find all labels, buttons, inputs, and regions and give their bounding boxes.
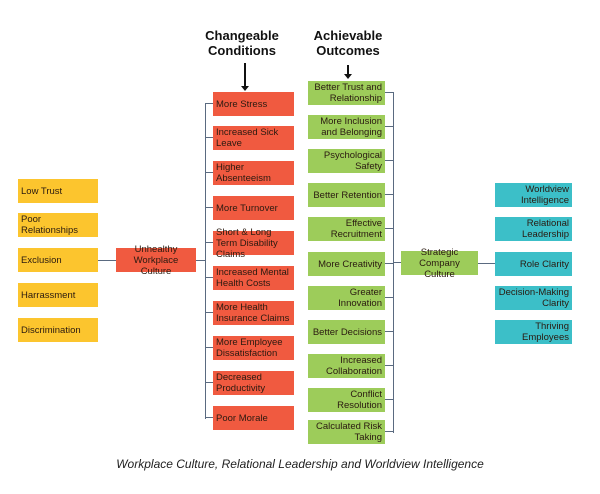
- caption: Workplace Culture, Relational Leadership…: [116, 457, 484, 471]
- condition-box: Short & Long Term Disability Claims: [213, 227, 294, 260]
- outcome-box: Greater Innovation: [308, 286, 385, 310]
- cause-box: Discrimination: [18, 318, 98, 342]
- connector: [205, 137, 213, 138]
- outcome-box: Calculated Risk Taking: [308, 420, 385, 444]
- cause-box: Poor Relationships: [18, 213, 98, 237]
- condition-box: Increased Sick Leave: [213, 126, 294, 150]
- connector: [98, 260, 116, 261]
- strategic-culture-box: Strategic Company Culture: [401, 247, 478, 280]
- outcome-box: More Inclusion and Belonging: [308, 115, 385, 139]
- condition-box: More Employee Dissatisfaction: [213, 336, 294, 360]
- connector: [478, 263, 495, 264]
- outcome-box: Psychological Safety: [308, 149, 385, 173]
- outcome-box: Conflict Resolution: [308, 388, 385, 412]
- connector: [385, 399, 393, 400]
- down-arrow-icon: [241, 63, 249, 91]
- connector: [385, 263, 393, 264]
- condition-box: More Stress: [213, 92, 294, 116]
- connector: [205, 382, 213, 383]
- connector: [385, 92, 393, 93]
- connector: [205, 242, 213, 243]
- down-arrow-icon: [344, 65, 352, 79]
- connector: [205, 172, 213, 173]
- connector: [205, 312, 213, 313]
- outcome-box: Increased Collaboration: [308, 354, 385, 378]
- connector: [205, 103, 213, 104]
- driver-box: Role Clarity: [495, 252, 572, 276]
- connector: [385, 160, 393, 161]
- connector: [385, 126, 393, 127]
- connector: [196, 260, 205, 261]
- connector: [205, 277, 213, 278]
- driver-box: Relational Leadership: [495, 217, 572, 241]
- condition-box: Poor Morale: [213, 406, 294, 430]
- achievable-outcomes-header: Achievable Outcomes: [313, 28, 383, 58]
- condition-box: More Turnover: [213, 196, 294, 220]
- connector: [205, 417, 213, 418]
- outcome-box: Better Decisions: [308, 320, 385, 344]
- cause-box: Harrassment: [18, 283, 98, 307]
- cause-box: Exclusion: [18, 248, 98, 272]
- connector: [385, 228, 393, 229]
- connector: [385, 297, 393, 298]
- condition-box: Increased Mental Health Costs: [213, 266, 294, 290]
- connector: [385, 194, 393, 195]
- changeable-conditions-header: Changeable Conditions: [205, 28, 279, 58]
- cause-box: Low Trust: [18, 179, 98, 203]
- driver-box: Worldview Intelligence: [495, 183, 572, 207]
- outcome-box: More Creativity: [308, 252, 385, 276]
- outcome-box: Effective Recruitment: [308, 217, 385, 241]
- connector: [385, 331, 393, 332]
- connector: [393, 262, 401, 263]
- condition-box: Higher Absenteeism: [213, 161, 294, 185]
- condition-box: More Health Insurance Claims: [213, 301, 294, 325]
- connector: [205, 347, 213, 348]
- driver-box: Thriving Employees: [495, 320, 572, 344]
- outcome-box: Better Retention: [308, 183, 385, 207]
- condition-box: Decreased Productivity: [213, 371, 294, 395]
- unhealthy-culture-box: Unhealthy Workplace Culture: [116, 244, 196, 277]
- connector: [205, 207, 213, 208]
- connector: [385, 365, 393, 366]
- connector: [385, 431, 393, 432]
- driver-box: Decision-Making Clarity: [495, 286, 572, 310]
- outcome-box: Better Trust and Relationship: [308, 81, 385, 105]
- conditions-spine: [205, 103, 206, 419]
